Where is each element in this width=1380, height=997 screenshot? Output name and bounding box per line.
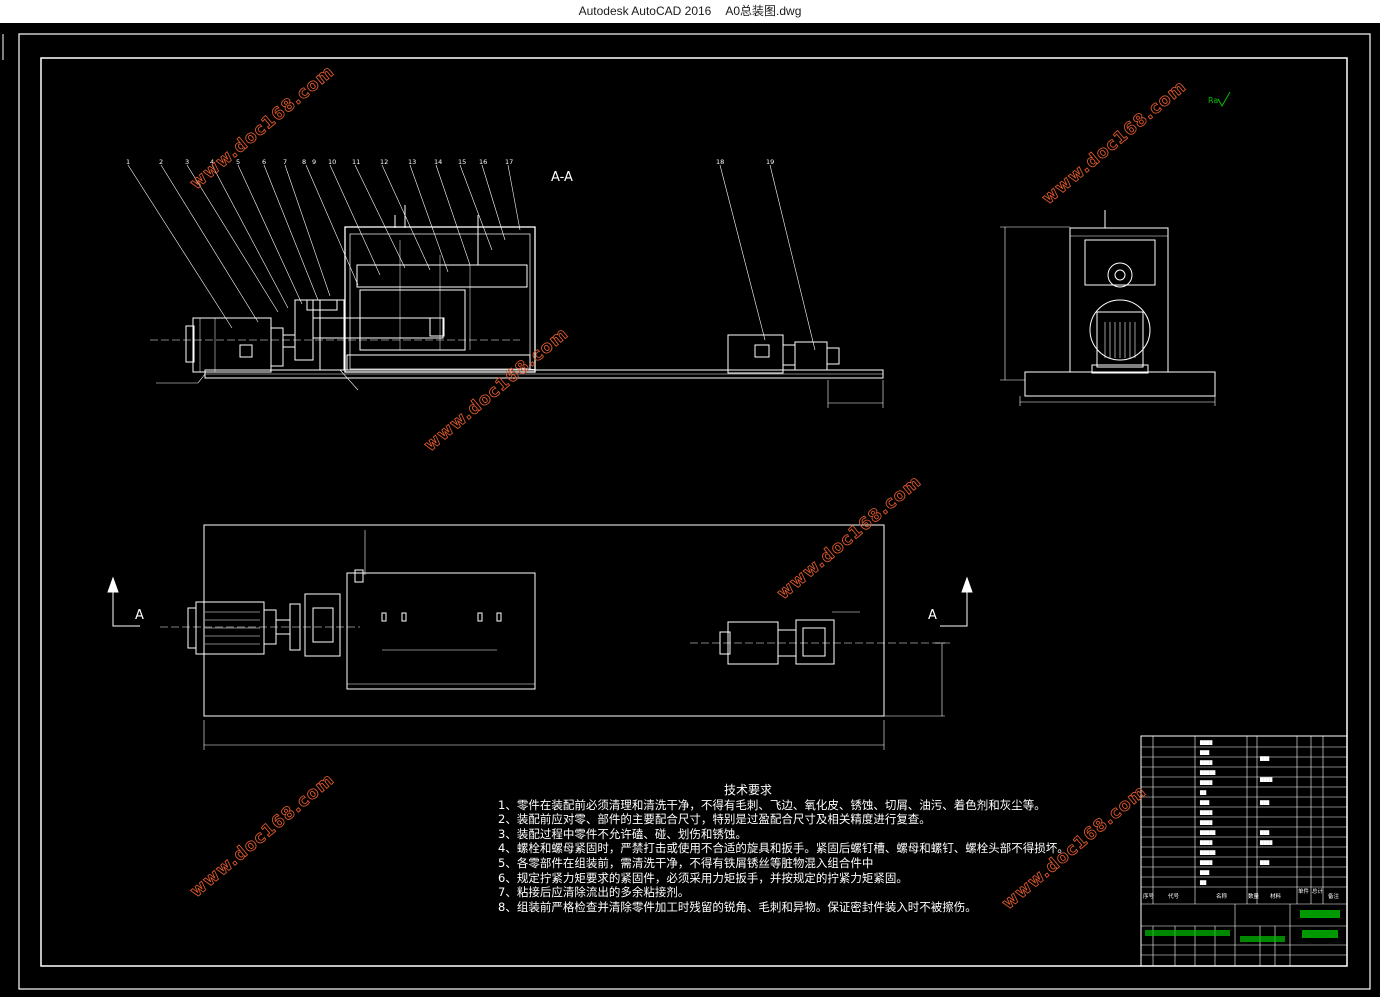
drawing-sheet: ███████████ ███████████ ███████████ ████… bbox=[2, 33, 1371, 990]
title-block-headers: 序号 代号 名称 数量 材料 单件 总计 备注 bbox=[1143, 887, 1340, 900]
svg-text:██: ██ bbox=[1199, 880, 1207, 885]
balloon: 15 bbox=[458, 158, 466, 166]
hdr-material: 材料 bbox=[1270, 892, 1282, 900]
balloon: 7 bbox=[283, 158, 287, 166]
balloon: 6 bbox=[262, 158, 266, 166]
inner-border bbox=[40, 57, 1348, 967]
balloon: 19 bbox=[766, 158, 774, 166]
svg-text:████: ████ bbox=[1199, 860, 1213, 865]
hdr-remark: 备注 bbox=[1328, 892, 1340, 900]
side-view bbox=[1000, 210, 1216, 406]
svg-text:█████: █████ bbox=[1199, 770, 1216, 775]
note-line: 8、组装前严格检查并清除零件加工时残留的锐角、毛刺和异物。保证密封件装入时不被擦… bbox=[498, 899, 977, 914]
balloon: 12 bbox=[380, 158, 388, 166]
svg-text:█████: █████ bbox=[1199, 830, 1216, 835]
balloon: 1 bbox=[126, 158, 130, 166]
main-view bbox=[127, 164, 884, 408]
section-mark-right: A bbox=[928, 608, 937, 623]
balloon: 8 bbox=[302, 158, 306, 166]
roughness-symbol: Ra bbox=[1208, 91, 1231, 108]
balloon: 5 bbox=[236, 158, 240, 166]
note-line: 2、装配前应对零、部件的主要配合尺寸，特别是过盈配合尺寸及相关精度进行复查。 bbox=[498, 812, 931, 827]
technical-notes: 技术要求 1、零件在装配前必须清理和清洗干净，不得有毛刺、飞边、氧化皮、锈蚀、切… bbox=[498, 783, 1069, 914]
balloon: 13 bbox=[408, 158, 416, 166]
watermark: www.doc168.com bbox=[186, 770, 338, 902]
note-line: 6、规定拧紧力矩要求的紧固件，必须采用力矩扳手，并按规定的拧紧力矩紧固。 bbox=[498, 870, 908, 885]
window-titlebar: Autodesk AutoCAD 2016 A0总装图.dwg bbox=[0, 0, 1380, 23]
svg-text:███: ███ bbox=[1259, 830, 1270, 835]
balloon-numbers: 1 2 3 4 5 6 7 8 9 10 11 12 13 14 15 16 1… bbox=[126, 158, 774, 166]
balloon: 14 bbox=[434, 158, 442, 166]
svg-text:████: ████ bbox=[1199, 840, 1213, 845]
note-line: 4、螺栓和螺母紧固时，严禁打击或使用不合适的旋具和扳手。紧固后螺钉槽、螺母和螺钉… bbox=[498, 841, 1069, 856]
svg-text:███: ███ bbox=[1259, 756, 1270, 761]
notes-title: 技术要求 bbox=[723, 783, 772, 797]
watermark: www.doc168.com bbox=[420, 324, 572, 456]
plan-view bbox=[107, 524, 973, 750]
watermark: www.doc168.com bbox=[1038, 77, 1190, 209]
watermark: www.doc168.com bbox=[186, 62, 338, 194]
hdr-no: 序号 bbox=[1143, 892, 1155, 900]
svg-text:█████: █████ bbox=[1199, 850, 1216, 855]
hdr-code: 代号 bbox=[1168, 892, 1180, 900]
note-line: 1、零件在装配前必须清理和清洗干净，不得有毛刺、飞边、氧化皮、锈蚀、切屑、油污、… bbox=[498, 797, 1046, 812]
svg-text:████: ████ bbox=[1199, 780, 1213, 785]
balloon: 3 bbox=[185, 158, 189, 166]
balloon: 16 bbox=[479, 158, 487, 166]
svg-text:████: ████ bbox=[1199, 810, 1213, 815]
note-line: 7、粘接后应清除流出的多余粘接剂。 bbox=[498, 885, 690, 900]
svg-text:██: ██ bbox=[1199, 790, 1207, 795]
balloon: 2 bbox=[159, 158, 163, 166]
svg-text:████: ████ bbox=[1259, 840, 1273, 845]
svg-text:███: ███ bbox=[1259, 800, 1270, 805]
balloon: 11 bbox=[352, 158, 360, 166]
balloon: 18 bbox=[716, 158, 724, 166]
hdr-qty: 数量 bbox=[1248, 892, 1260, 900]
title-block-cells: ███████████ ███████████ ███████████ ████… bbox=[1199, 740, 1273, 885]
svg-text:████: ████ bbox=[1199, 740, 1213, 745]
balloon: 10 bbox=[328, 158, 336, 166]
hdr-total: 总计 bbox=[1312, 887, 1324, 895]
balloon: 9 bbox=[312, 158, 316, 166]
balloon: 4 bbox=[210, 158, 214, 166]
svg-text:████: ████ bbox=[1259, 777, 1273, 782]
outer-border bbox=[18, 33, 1371, 990]
title-block bbox=[1140, 735, 1348, 967]
note-line: 5、各零部件在组装前，需清洗干净，不得有铁屑锈丝等脏物混入组合件中 bbox=[498, 855, 874, 870]
svg-text:███: ███ bbox=[1199, 870, 1210, 875]
balloon: 17 bbox=[505, 158, 513, 166]
file-name: A0总装图.dwg bbox=[725, 4, 802, 18]
svg-text:███: ███ bbox=[1199, 750, 1210, 755]
app-title: Autodesk AutoCAD 2016 bbox=[578, 4, 712, 18]
section-label: A-A bbox=[551, 170, 573, 185]
svg-text:Ra: Ra bbox=[1208, 96, 1218, 105]
svg-text:████: ████ bbox=[1199, 760, 1213, 765]
svg-text:███: ███ bbox=[1259, 860, 1270, 865]
svg-text:███: ███ bbox=[1199, 800, 1210, 805]
note-line: 3、装配过程中零件不允许磕、碰、划伤和锈蚀。 bbox=[498, 826, 747, 841]
watermark: www.doc168.com bbox=[773, 472, 925, 604]
hdr-single: 单件 bbox=[1298, 887, 1310, 895]
section-mark-left: A bbox=[135, 608, 144, 623]
svg-text:████: ████ bbox=[1199, 820, 1213, 825]
drawing-canvas[interactable]: ███████████ ███████████ ███████████ ████… bbox=[0, 23, 1380, 997]
hdr-name: 名称 bbox=[1216, 892, 1228, 900]
